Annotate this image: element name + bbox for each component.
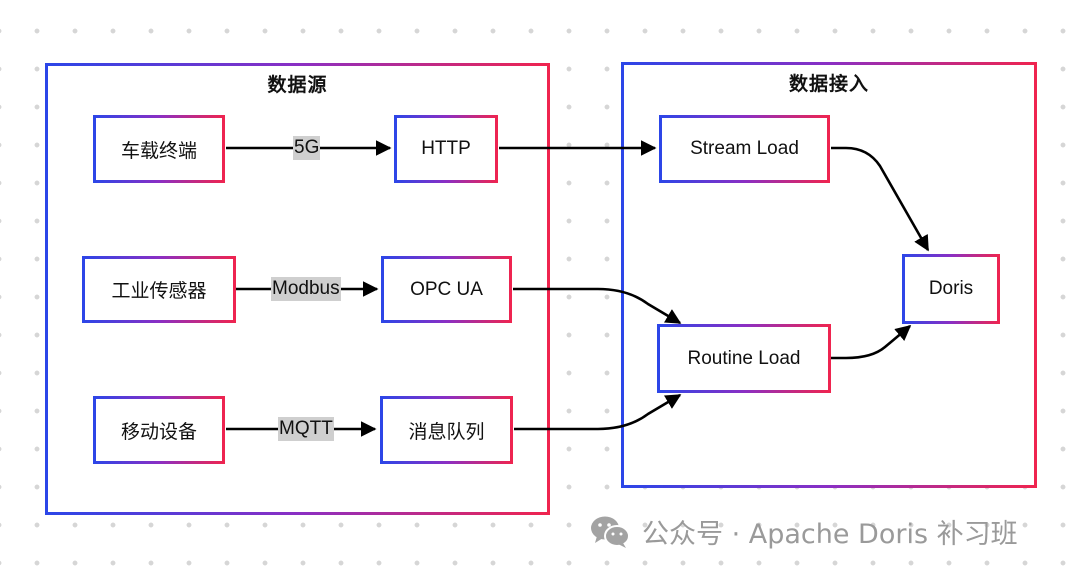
node-industrial-sensor[interactable]: 工业传感器	[82, 256, 236, 323]
wechat-icon	[591, 516, 630, 548]
node-stream-load[interactable]: Stream Load	[659, 115, 830, 183]
edge-label-modbus: Modbus	[271, 277, 341, 301]
watermark: 公众号 · Apache Doris 补习班	[590, 512, 1018, 551]
node-doris[interactable]: Doris	[902, 254, 1000, 324]
data-source-group-title: 数据源	[267, 75, 328, 96]
node-routine-load[interactable]: Routine Load	[657, 324, 831, 393]
node-mobile-device[interactable]: 移动设备	[93, 396, 225, 464]
node-message-queue[interactable]: 消息队列	[380, 396, 513, 464]
watermark-text: 公众号 · Apache Doris 补习班	[642, 519, 1018, 550]
node-opc-ua[interactable]: OPC UA	[381, 256, 512, 323]
data-ingest-group-title: 数据接入	[788, 74, 869, 95]
node-http[interactable]: HTTP	[394, 115, 498, 183]
node-vehicle-terminal[interactable]: 车载终端	[93, 115, 225, 183]
edge-label-5g: 5G	[293, 136, 321, 160]
edge-label-mqtt: MQTT	[278, 417, 334, 441]
